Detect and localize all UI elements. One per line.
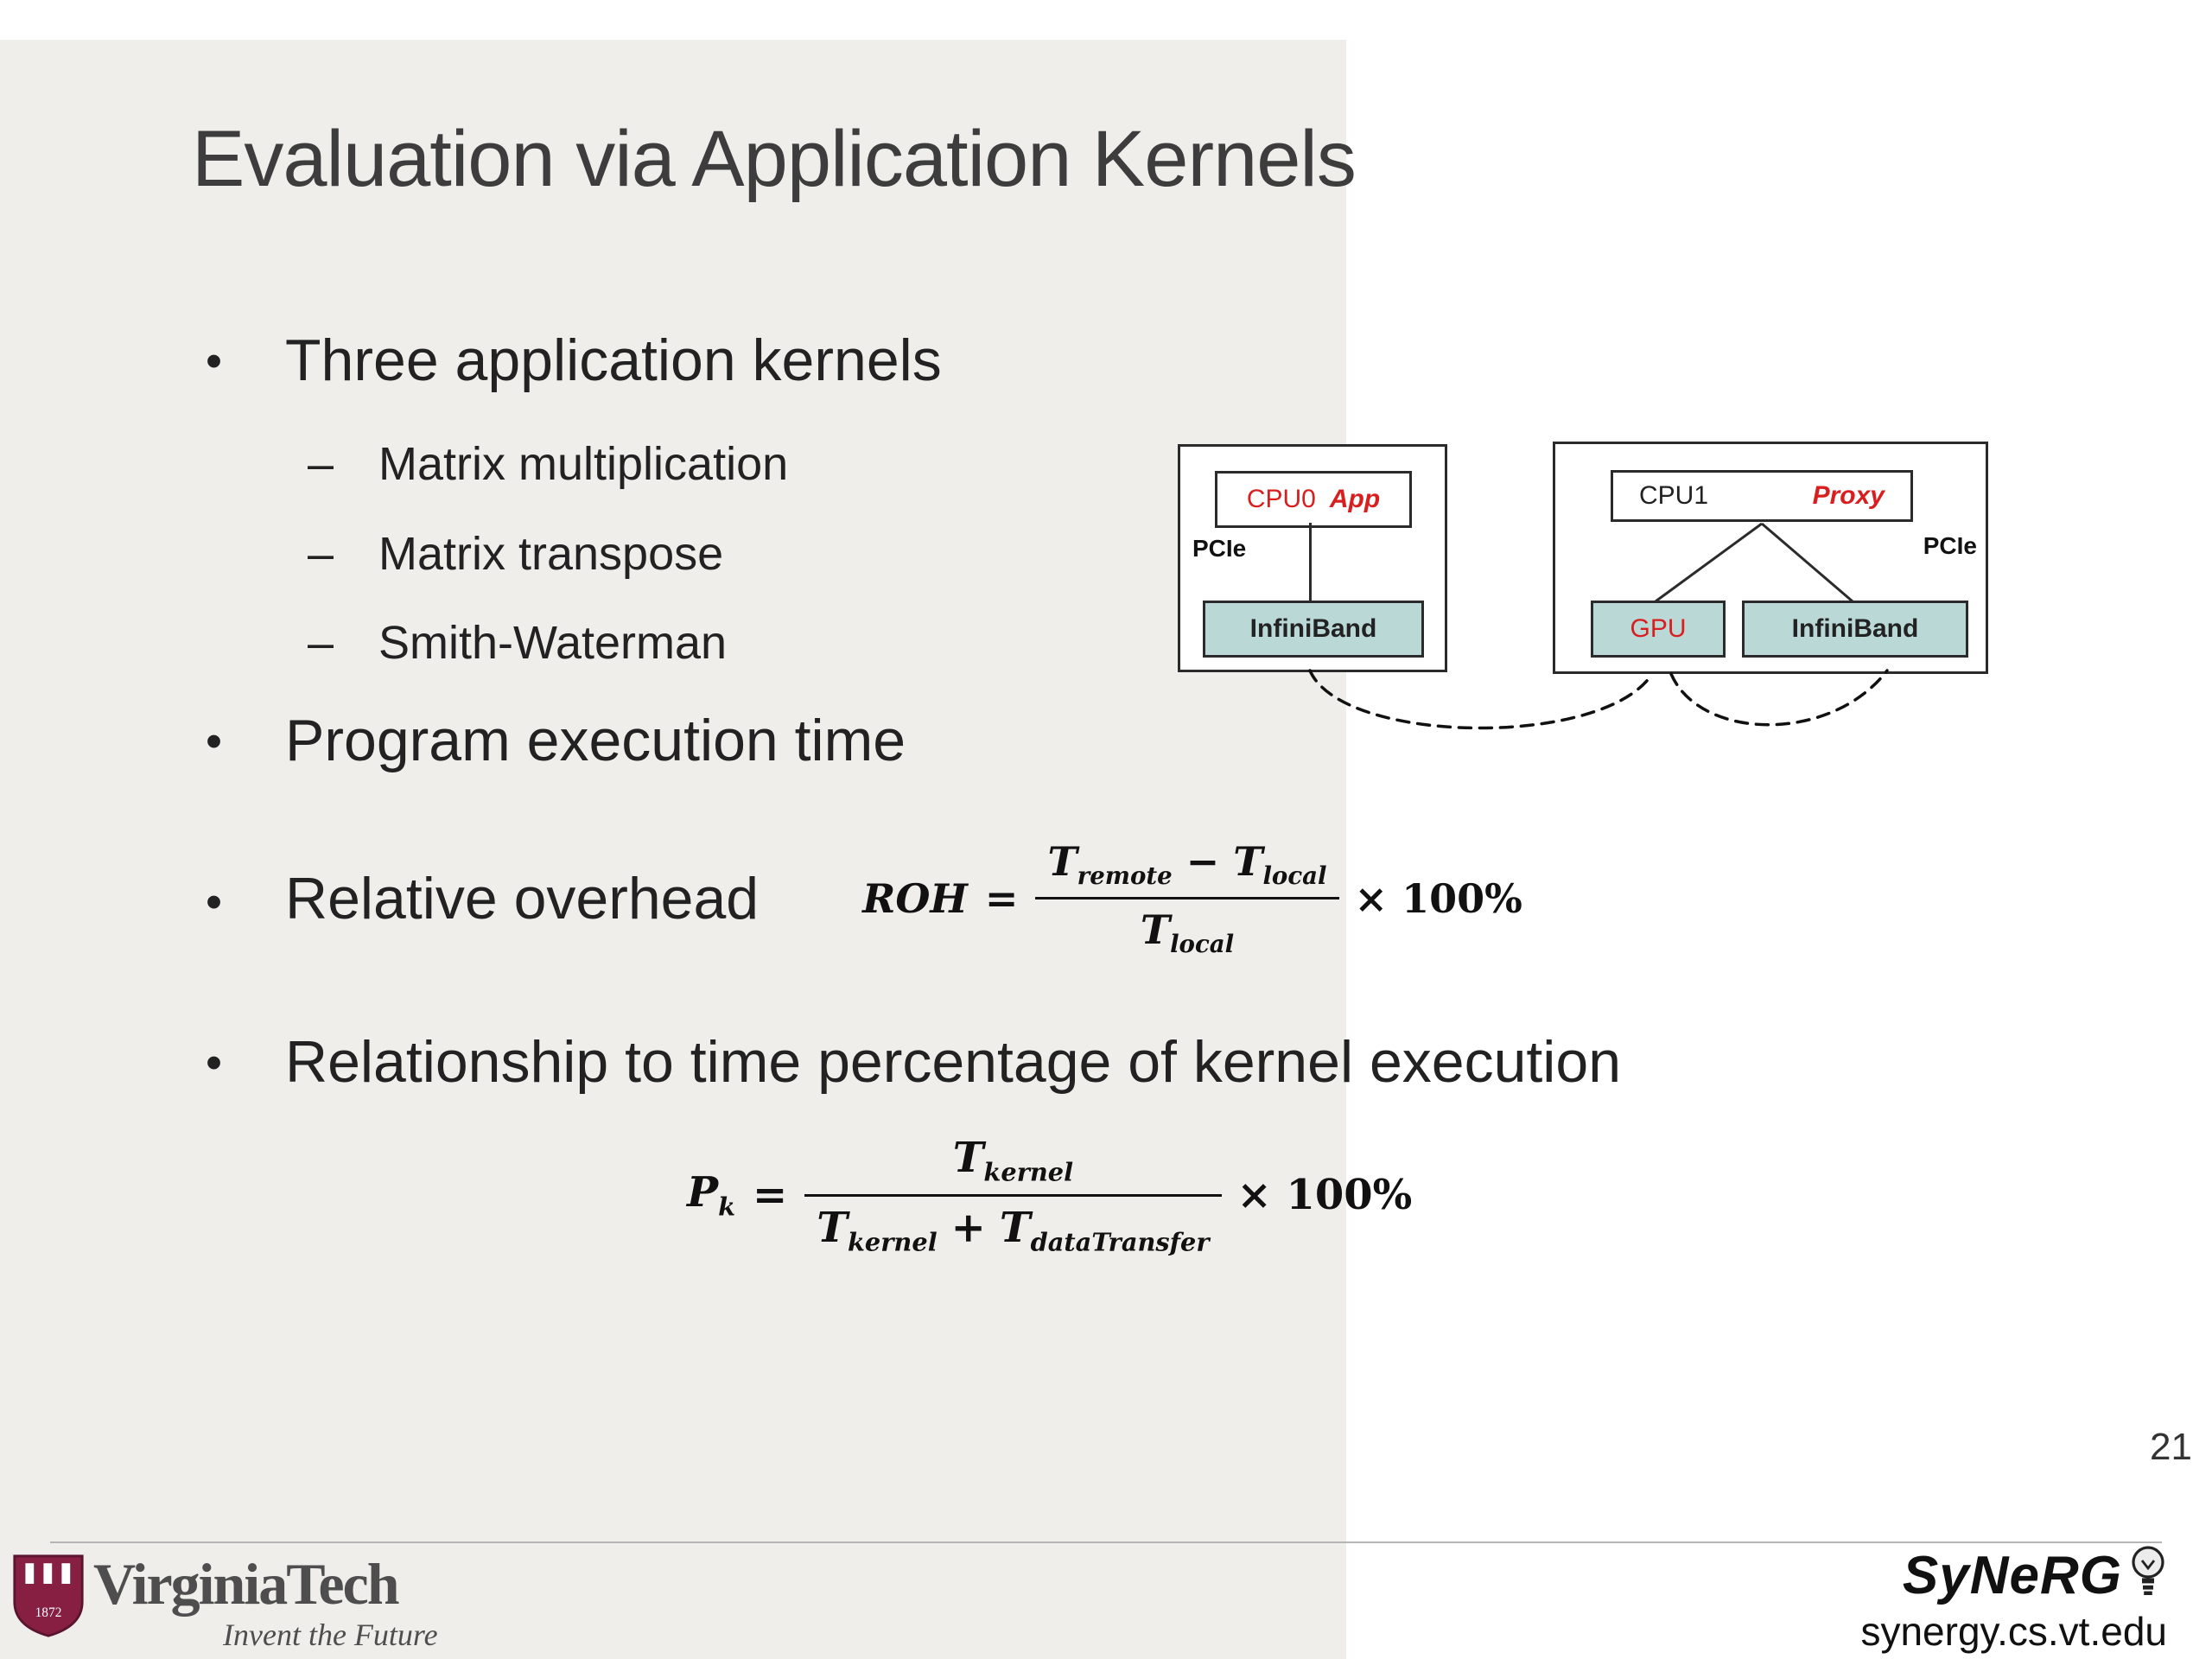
term-t-local-den: T <box>1140 906 1171 953</box>
synerg-logo-block: SyNeRG synergy.cs.vt.edu <box>1860 1545 2167 1655</box>
pk-letter: P <box>687 1168 719 1217</box>
bullet-item-time-percentage: • Relationship to time percentage of ker… <box>206 1028 1621 1096</box>
dash-marker: – <box>308 528 334 580</box>
pk-denominator: Tkernel + TdataTransfer <box>804 1193 1222 1257</box>
bullet-marker: • <box>206 875 223 928</box>
term-t-local: T <box>1233 837 1263 885</box>
bullet-item-relative-overhead: • Relative overhead ROH = Tremote−Tlocal… <box>206 823 1522 974</box>
vt-shield-icon: 1872 <box>13 1554 84 1637</box>
lightbulb-icon <box>2132 1546 2164 1595</box>
sub-bullet-matrix-multiplication: – Matrix multiplication <box>308 437 788 491</box>
sub-bullet-label: Matrix multiplication <box>378 438 789 490</box>
pk-numerator: Tkernel <box>804 1134 1221 1194</box>
cpu1-box: CPU1 Proxy <box>1611 470 1913 522</box>
bullet-marker: • <box>206 1036 223 1089</box>
plus-sign: + <box>950 1203 986 1252</box>
diagram-node-app-host: CPU0 App PCIe InfiniBand <box>1178 444 1447 672</box>
pk-symbol: Pk <box>687 1168 735 1222</box>
roh-denominator: Tlocal <box>1035 897 1339 959</box>
infiniband-box-left: InfiniBand <box>1203 601 1424 658</box>
gpu-box: GPU <box>1591 601 1726 658</box>
vt-shield-year: 1872 <box>35 1605 62 1620</box>
vt-wordmark: VirginiaTech <box>93 1551 400 1617</box>
pcie-label-left: PCIe <box>1192 535 1247 562</box>
vt-wordmark-block: VirginiaTech Invent the Future <box>93 1551 438 1653</box>
cpu0-label: CPU0 <box>1246 485 1316 513</box>
roh-symbol: ROH <box>862 874 968 922</box>
sub-bullet-label: Matrix transpose <box>378 528 724 580</box>
synerg-wordmark: SyNeRG <box>1902 1546 2122 1605</box>
app-label: App <box>1329 485 1381 513</box>
dashed-interconnect-icon <box>1308 669 1889 730</box>
bullet-item-application-kernels: • Three application kernels <box>206 327 942 394</box>
virginia-tech-logo: 1872 VirginiaTech Invent the Future <box>12 1551 438 1653</box>
times-100-percent: × 100% <box>1236 1171 1413 1220</box>
equals-sign: = <box>984 874 1019 922</box>
term-t-remote: T <box>1047 837 1077 885</box>
formula-pk: Pk = Tkernel Tkernel + TdataTransfer × 100… <box>687 1134 1412 1256</box>
bullet-label: Relationship to time percentage of kerne… <box>285 1029 1622 1095</box>
synerg-logo-row: SyNeRG <box>1860 1545 2167 1606</box>
cpu1-label: CPU1 <box>1639 481 1709 510</box>
infiniband-box-right: InfiniBand <box>1742 601 1968 658</box>
bullet-label: Relative overhead <box>285 865 760 931</box>
term-t-kernel: T <box>952 1134 984 1182</box>
term-sub-local: local <box>1262 861 1327 890</box>
equals-sign: = <box>753 1171 788 1220</box>
pk-sub: k <box>718 1192 736 1222</box>
connector-line <box>1309 523 1312 602</box>
gpu-label: GPU <box>1630 614 1687 643</box>
proxy-label: Proxy <box>1812 481 1885 510</box>
connector-lines <box>1655 522 1853 603</box>
infiniband-label: InfiniBand <box>1249 614 1377 643</box>
bullet-label: Three application kernels <box>285 327 942 393</box>
formula-roh: ROH = Tremote−Tlocal Tlocal × 100% <box>862 838 1522 958</box>
term-t-kernel-den: T <box>817 1203 848 1252</box>
bullet-item-program-execution-time: • Program execution time <box>206 707 906 774</box>
page-title: Evaluation via Application Kernels <box>192 115 1357 203</box>
term-sub-kernel-den: kernel <box>847 1227 938 1257</box>
page-number: 21 <box>2150 1426 2192 1468</box>
footer-divider <box>50 1541 2162 1543</box>
bullet-marker: • <box>206 334 223 387</box>
dash-marker: – <box>308 438 334 490</box>
term-sub-local-den: local <box>1170 930 1235 959</box>
infiniband-label: InfiniBand <box>1791 614 1919 643</box>
roh-fraction: Tremote−Tlocal Tlocal <box>1035 838 1339 959</box>
term-sub-kernel: kernel <box>983 1157 1074 1187</box>
sub-bullet-smith-waterman: – Smith-Waterman <box>308 616 727 670</box>
bullet-label: Program execution time <box>285 708 906 773</box>
pcie-label-right: PCIe <box>1923 532 1977 559</box>
times-100-percent: × 100% <box>1354 874 1522 922</box>
diagram-node-proxy-host: CPU1 Proxy PCIe GPU InfiniBand <box>1553 442 1988 674</box>
minus-sign: − <box>1185 837 1220 885</box>
term-t-datatransfer: T <box>999 1203 1031 1252</box>
synerg-url: synergy.cs.vt.edu <box>1860 1609 2167 1654</box>
sub-bullet-label: Smith-Waterman <box>378 617 728 669</box>
bullet-marker: • <box>206 715 223 767</box>
slide-gray-background <box>0 40 1346 1659</box>
term-sub-remote: remote <box>1077 861 1173 890</box>
pk-fraction: Tkernel Tkernel + TdataTransfer <box>804 1134 1222 1257</box>
roh-numerator: Tremote−Tlocal <box>1035 838 1338 897</box>
term-sub-datatransfer: dataTransfer <box>1030 1227 1210 1257</box>
dash-marker: – <box>308 617 334 669</box>
sub-bullet-matrix-transpose: – Matrix transpose <box>308 527 723 581</box>
vt-tagline: Invent the Future <box>223 1618 438 1653</box>
cpu0-box: CPU0 App <box>1215 471 1412 528</box>
